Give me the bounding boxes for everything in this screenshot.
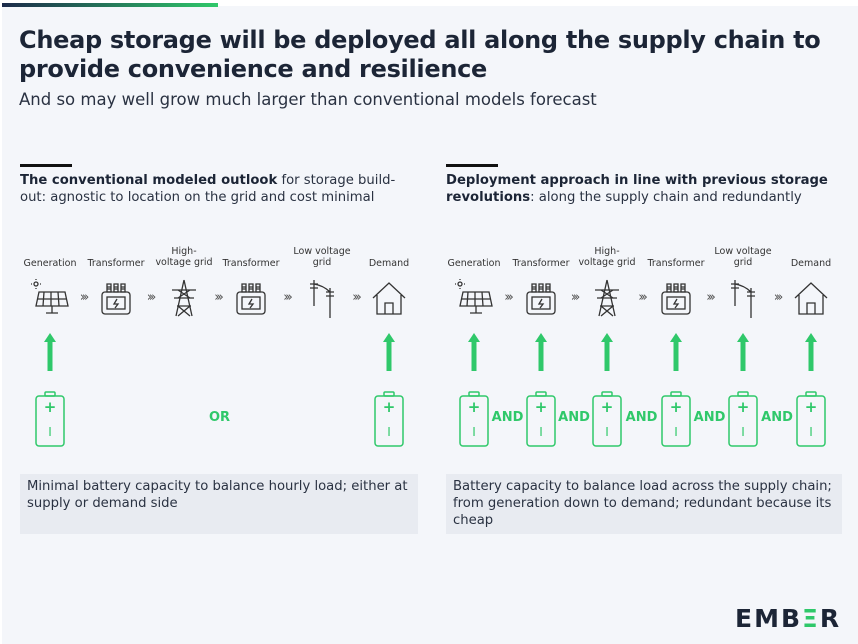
right-divider [446, 164, 498, 167]
battery-icon: +I [458, 391, 490, 447]
battery-icon: +I [591, 391, 623, 447]
transmission-tower-icon [164, 278, 204, 318]
left-heading: The conventional modeled outlook for sto… [20, 172, 420, 206]
page-title: Cheap storage will be deployed all along… [19, 26, 821, 83]
stage-label: Generation [447, 258, 501, 269]
battery-icon: +I [373, 391, 405, 447]
stage-label: High-voltage grid [155, 246, 213, 268]
battery-icon: +I [727, 391, 759, 447]
stage-label: Transformer [222, 258, 280, 269]
battery-icon: +I [525, 391, 557, 447]
connector-label: AND [761, 410, 793, 425]
up-arrow-icon [600, 333, 614, 371]
transformer-icon [231, 278, 271, 318]
connector-label: AND [625, 410, 658, 425]
house-icon [369, 278, 409, 318]
connector-label: AND [693, 410, 726, 425]
chevrons-icon: ››› [504, 290, 513, 305]
chevrons-icon: ››› [773, 290, 783, 305]
up-arrow-icon [43, 333, 57, 371]
connector-label: AND [491, 410, 524, 425]
stage-label: Demand [790, 258, 832, 269]
solar-panel-icon [454, 278, 494, 318]
chevrons-icon: ››› [706, 290, 715, 305]
chevrons-icon: ››› [214, 290, 223, 305]
up-arrow-icon [669, 333, 683, 371]
up-arrow-icon [534, 333, 548, 371]
page-subtitle: And so may well grow much larger than co… [19, 90, 597, 109]
right-heading-bold: Deployment approach in line with previou… [446, 173, 828, 205]
connector-label: AND [558, 410, 590, 425]
stage-label: Transformer [512, 258, 570, 269]
transmission-tower-icon [587, 278, 627, 318]
transformer-icon [656, 278, 696, 318]
right-heading: Deployment approach in line with previou… [446, 172, 841, 206]
up-arrow-icon [804, 333, 818, 371]
left-divider [20, 164, 72, 167]
chevrons-icon: ››› [352, 290, 361, 305]
left-heading-bold: The conventional modeled outlook [20, 173, 278, 188]
chevrons-icon: ››› [79, 290, 89, 305]
chevrons-icon: ››› [283, 290, 292, 305]
house-icon [791, 278, 831, 318]
stage-label: Transformer [87, 258, 145, 269]
chevrons-icon: ››› [146, 290, 156, 305]
stage-label: Demand [368, 258, 410, 269]
utility-pole-icon [302, 278, 342, 318]
stage-label: Transformer [647, 258, 705, 269]
connector-label: OR [208, 410, 231, 425]
battery-icon: +I [34, 391, 66, 447]
stage-label: Generation [23, 258, 77, 269]
up-arrow-icon [467, 333, 481, 371]
solar-panel-icon [30, 278, 70, 318]
transformer-icon [96, 278, 136, 318]
right-note: Battery capacity to balance load across … [446, 474, 842, 534]
ember-logo: EMBΞR [735, 604, 842, 633]
chevrons-icon: ››› [570, 290, 580, 305]
up-arrow-icon [736, 333, 750, 371]
battery-icon: +I [660, 391, 692, 447]
accent-bar [2, 3, 218, 7]
stage-label: High-voltage grid [578, 246, 636, 268]
left-heading-rest: for storage build-out: agnostic to locat… [20, 173, 396, 205]
up-arrow-icon [382, 333, 396, 371]
right-heading-rest: : along the supply chain and redundantly [530, 190, 802, 205]
chevrons-icon: ››› [638, 290, 647, 305]
infographic-panel [2, 6, 858, 644]
left-note: Minimal battery capacity to balance hour… [20, 474, 418, 534]
utility-pole-icon [723, 278, 763, 318]
battery-icon: +I [795, 391, 827, 447]
transformer-icon [521, 278, 561, 318]
